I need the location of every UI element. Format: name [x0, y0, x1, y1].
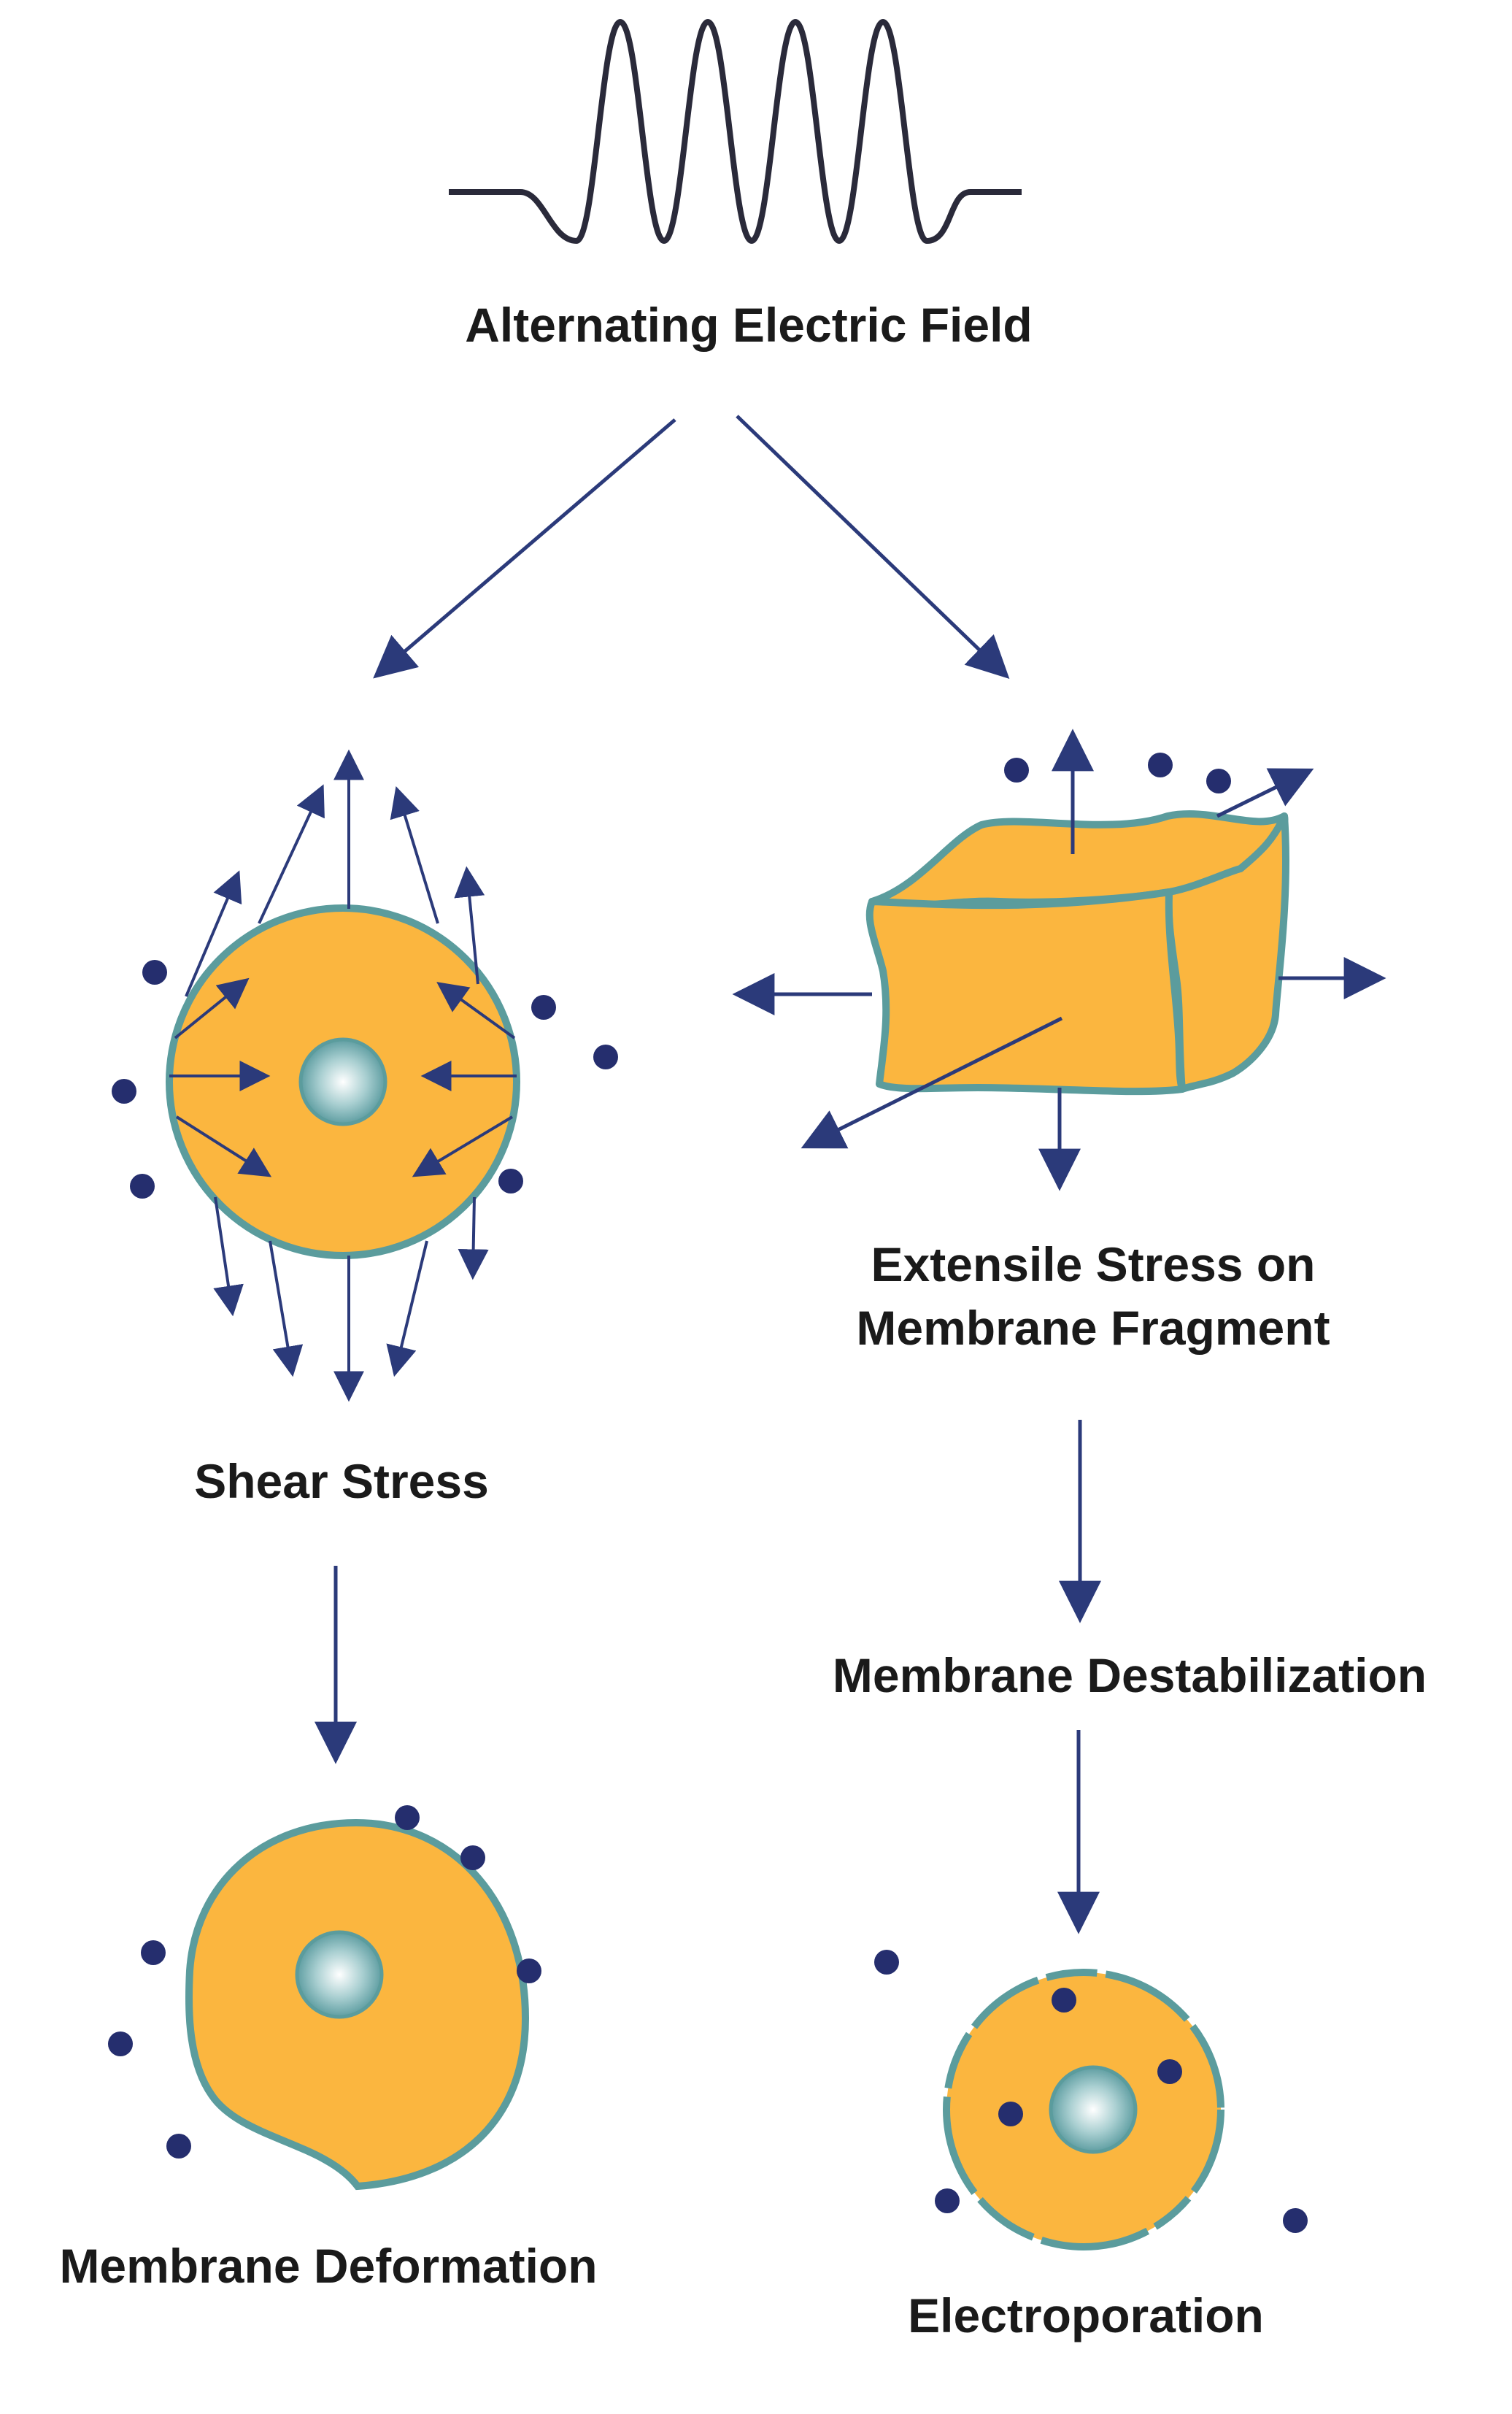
electroporated-cell — [874, 1950, 1308, 2250]
electric-field-waveform — [449, 19, 1022, 244]
arrow-to-extensile — [736, 415, 1010, 680]
particles — [112, 960, 618, 1199]
particles — [874, 1950, 1308, 2233]
shear-stress-label: Shear Stress — [194, 1454, 489, 1508]
extensile-force-arrows — [732, 729, 1386, 1191]
membrane-destabilization-label: Membrane Destabilization — [833, 1648, 1427, 1702]
nucleus — [298, 1037, 387, 1126]
deformed-cell — [108, 1805, 541, 2191]
electroporation-label: Electroporation — [908, 2288, 1264, 2342]
particles — [1004, 753, 1231, 793]
shear-force-arrows — [169, 749, 517, 1402]
particles — [108, 1805, 541, 2159]
extensile-label-line1: Extensile Stress on — [871, 1237, 1316, 1291]
nucleus — [1049, 2065, 1138, 2154]
arrow-to-shear — [373, 418, 676, 679]
nucleus — [295, 1930, 384, 2019]
membrane-deformation-label: Membrane Deformation — [59, 2239, 597, 2293]
field-label: Alternating Electric Field — [465, 298, 1033, 352]
extensile-label-line2: Membrane Fragment — [856, 1301, 1330, 1355]
fragment-front-face — [865, 888, 1186, 1096]
membrane-fragment — [732, 729, 1386, 1191]
shear-stress-cell — [112, 749, 618, 1402]
